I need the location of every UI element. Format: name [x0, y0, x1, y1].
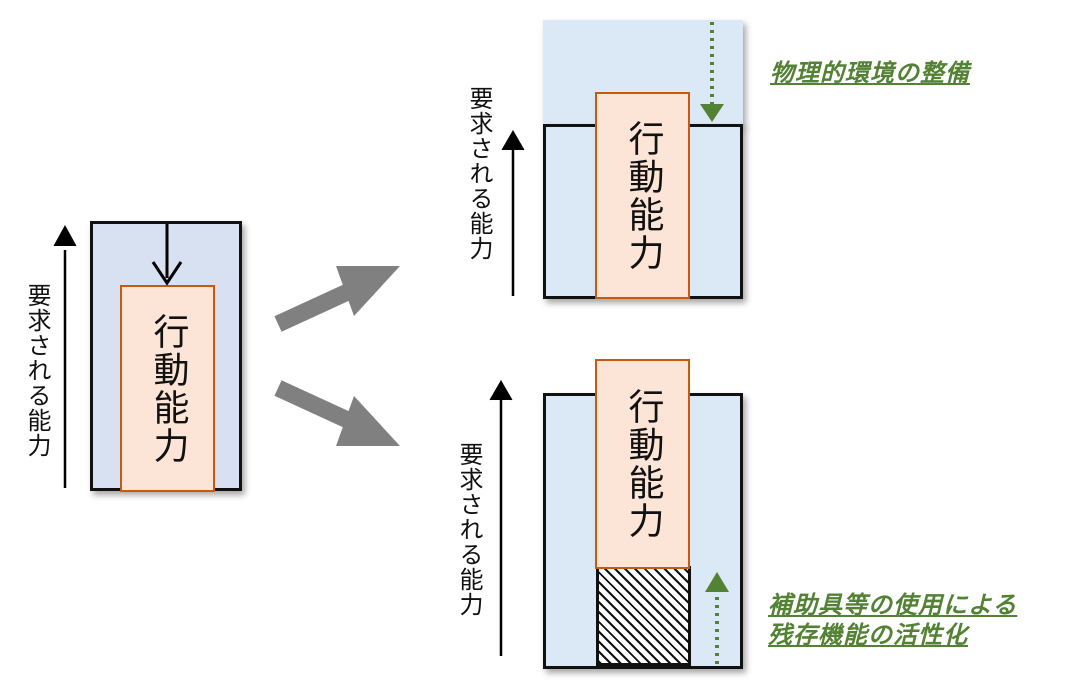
transition-arrow-down-icon	[274, 380, 400, 446]
transition-arrow-up-icon	[274, 266, 400, 332]
left-ability-box: 行動能力	[120, 285, 215, 492]
top-right-ability-label: 行動能力	[622, 119, 664, 272]
top-right-required-label: 要求される能力	[465, 86, 493, 261]
assistive-annotation-line2: 残存機能の活性化	[768, 621, 968, 649]
bottom-right-diagram: 行動能力 要求される能力 補助具等の使用による 残存機能の活性化	[440, 340, 1087, 686]
environment-annotation: 物理的環境の整備	[770, 59, 970, 87]
left-required-label: 要求される能力	[23, 283, 51, 458]
bottom-right-required-label: 要求される能力	[455, 442, 483, 617]
top-right-ability-box: 行動能力	[595, 92, 690, 299]
left-diagram: 行動能力 要求される能力	[0, 0, 260, 686]
top-right-diagram: 行動能力 要求される能力 物理的環境の整備	[440, 0, 1087, 310]
assistive-annotation-line1: 補助具等の使用による	[768, 591, 1018, 619]
bottom-right-ability-box: 行動能力	[595, 359, 690, 569]
assistive-annotation: 補助具等の使用による 残存機能の活性化	[768, 590, 1017, 650]
bottom-right-ability-label: 行動能力	[622, 388, 664, 540]
assistive-device-block	[596, 566, 691, 666]
left-ability-label: 行動能力	[147, 312, 189, 465]
